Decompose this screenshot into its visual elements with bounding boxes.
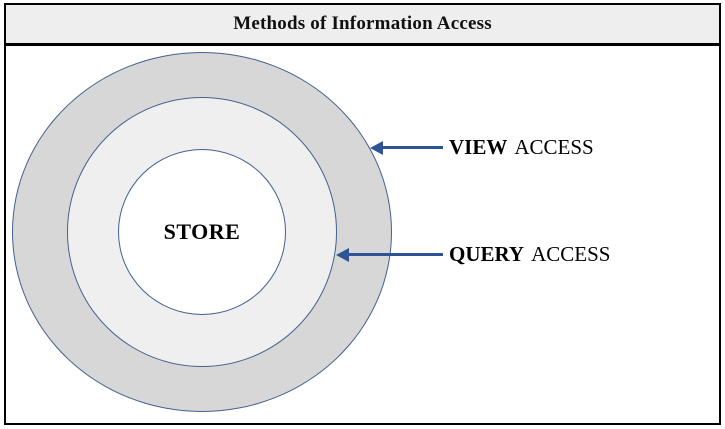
view-access-arrowhead-icon <box>370 141 383 155</box>
store-circle: STORE <box>118 149 286 315</box>
query-access-arrowhead-icon <box>336 248 349 262</box>
figure-title-bar: Methods of Information Access <box>6 5 719 46</box>
query-access-label-bold: QUERY <box>449 242 525 266</box>
figure-frame: Methods of Information Access STORE VIEW… <box>4 3 721 425</box>
figure-title: Methods of Information Access <box>233 13 492 34</box>
query-access-arrow <box>349 253 443 256</box>
store-label: STORE <box>163 219 241 244</box>
view-access-arrow <box>383 146 443 149</box>
view-access-label-rest: ACCESS <box>514 135 594 159</box>
view-access-label-bold: VIEW <box>449 135 508 159</box>
query-access-label-rest: ACCESS <box>531 242 611 266</box>
